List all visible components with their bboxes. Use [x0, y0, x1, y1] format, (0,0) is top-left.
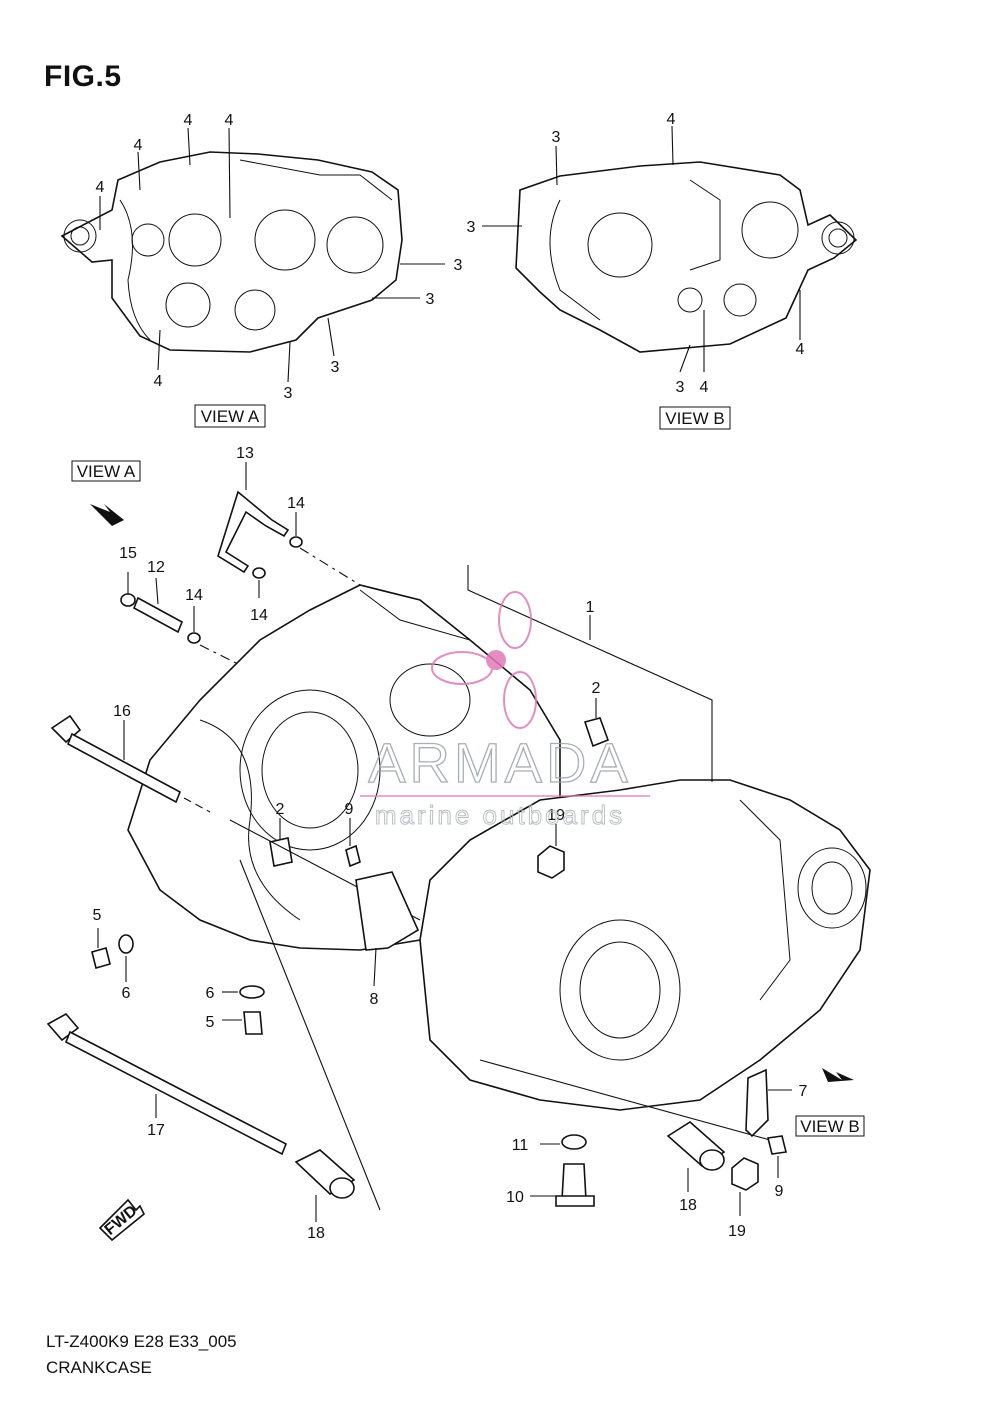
part-13-pipe: [217, 462, 361, 598]
view-a-caption: VIEW A: [201, 407, 260, 426]
callout-main-14: 6: [206, 985, 215, 1002]
view-b-marker-box: [795, 1115, 865, 1137]
part-1-bracket: [467, 565, 713, 782]
part-10-drain-bolt: [530, 1163, 595, 1207]
view-b-leaders: [482, 125, 801, 373]
callout-b-5: 4: [700, 379, 709, 396]
main-callouts: 13 14 14 15 12 14 1 2 16 2 9 19 5 6 6 5 …: [93, 445, 808, 1242]
fwd-arrow-icon: FWD: [98, 1198, 146, 1242]
callout-b-4: 3: [676, 379, 685, 396]
callout-main-24: 9: [775, 1183, 784, 1200]
view-b-caption: VIEW B: [665, 409, 725, 428]
view-a-box: [194, 404, 266, 428]
part-9-bolt-lower: [767, 1135, 787, 1178]
callout-a-3: 4: [225, 112, 234, 129]
watermark-brand: ARMADA: [368, 731, 632, 794]
view-b-callouts: 3 4 3 4 3 4: [467, 111, 805, 396]
view-a-arrow-icon: [90, 504, 124, 526]
view-a-crankcase-outline: [60, 151, 403, 353]
part-5-bolt-lower: [222, 1011, 263, 1035]
part-12-nipple: [120, 572, 241, 666]
propeller-logo-icon: [431, 591, 537, 729]
part-18-bushing-right: [666, 1121, 726, 1192]
callout-b-3: 4: [796, 341, 805, 358]
view-b-crankcase-outline: [515, 161, 858, 353]
callout-main-13: 6: [122, 985, 131, 1002]
part-18-bushing-left: [294, 1149, 356, 1222]
view-a-marker-box: [71, 460, 141, 482]
callout-main-3: 15: [119, 545, 137, 562]
callout-main-23: 19: [728, 1223, 746, 1240]
callout-main-7: 2: [592, 680, 601, 697]
part-11-gasket: [540, 1134, 587, 1150]
view-b-marker-label: VIEW B: [800, 1117, 860, 1136]
callout-main-18: 17: [147, 1122, 165, 1139]
callout-a-4: 3: [454, 257, 463, 274]
armada-watermark: ARMADA marine outboards: [360, 591, 650, 831]
figure-title: FIG.5: [44, 60, 122, 93]
dowel-pin-lower: [269, 818, 293, 867]
callout-a-6: 4: [154, 373, 163, 390]
callout-main-16: 8: [370, 991, 379, 1008]
callout-main-0: 13: [236, 445, 254, 462]
right-crankcase-half: [419, 779, 871, 1111]
part-16-bolt: [50, 714, 211, 813]
callout-main-21: 18: [679, 1197, 697, 1214]
dowel-pin-upper: [583, 698, 610, 748]
part-19-nut-lower: [731, 1157, 759, 1216]
callout-main-5: 14: [185, 587, 203, 604]
callout-main-19: 11: [512, 1137, 529, 1154]
part-6-washer-lower: [222, 985, 265, 999]
part-9-bolt-upper: [345, 818, 361, 868]
callout-a-8: 3: [331, 359, 340, 376]
callout-main-22: 18: [307, 1225, 325, 1242]
part-19-nut-upper: [537, 824, 565, 879]
callout-a-1: 4: [134, 137, 143, 154]
view-a-callouts: 4 4 4 4 3 3 4 3 3: [96, 112, 463, 402]
callout-main-10: 9: [345, 801, 354, 818]
model-code: LT-Z400K9 E28 E33_005: [46, 1332, 237, 1351]
callout-main-4: 12: [147, 559, 165, 576]
callout-main-20: 10: [506, 1189, 524, 1206]
view-b-arrow-icon: [822, 1068, 854, 1082]
callout-main-8: 16: [113, 703, 131, 720]
view-b-box: [659, 406, 731, 430]
callout-main-1: 14: [287, 495, 305, 512]
watermark-tagline: marine outboards: [375, 800, 625, 830]
callout-main-12: 5: [93, 907, 102, 924]
callout-b-0: 3: [552, 129, 561, 146]
part-8-guide: [355, 871, 420, 987]
callout-main-6: 1: [586, 599, 595, 616]
callout-a-2: 4: [184, 112, 193, 129]
leader-18-left-a: [239, 859, 381, 1211]
part-7-plate: [745, 1068, 792, 1138]
callout-b-2: 3: [467, 219, 476, 236]
view-a-marker-label: VIEW A: [77, 462, 136, 481]
callout-main-9: 2: [276, 801, 285, 818]
leader-9-right: [479, 1059, 771, 1141]
part-5-bolt-left: [91, 928, 111, 969]
callout-main-2: 14: [250, 607, 268, 624]
callout-b-1: 4: [667, 111, 676, 128]
callout-a-5: 3: [426, 291, 435, 308]
part-17-bolt: [46, 1012, 288, 1156]
callout-a-7: 3: [284, 385, 293, 402]
part-6-washer-left: [118, 934, 134, 982]
callout-main-17: 7: [799, 1083, 808, 1100]
callout-main-15: 5: [206, 1014, 215, 1031]
callout-a-0: 4: [96, 179, 105, 196]
section-name: CRANKCASE: [46, 1358, 152, 1377]
callout-main-11: 19: [547, 807, 565, 824]
view-a-leaders: [99, 127, 445, 383]
